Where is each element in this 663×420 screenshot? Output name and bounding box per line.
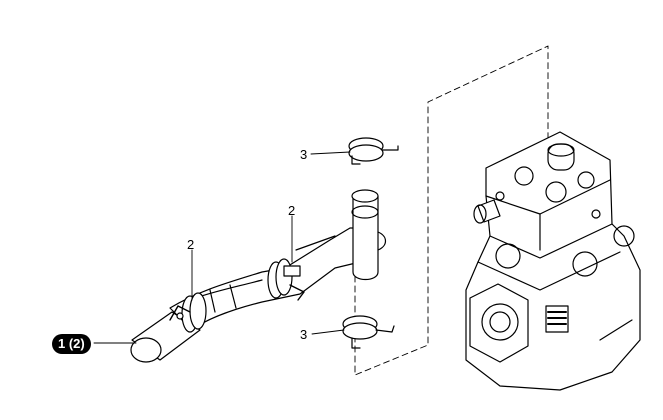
hose-clamp-top bbox=[348, 137, 399, 165]
hose-clamp-left bbox=[169, 292, 207, 333]
callout-part-3-top: 3 bbox=[300, 147, 308, 162]
callout-part-2-right: 2 bbox=[288, 203, 296, 218]
callout-part-3-bottom: 3 bbox=[300, 327, 308, 342]
assembly-guide-line bbox=[354, 45, 549, 376]
hose-clamp-right bbox=[267, 258, 305, 301]
callout-part-2-left: 2 bbox=[187, 237, 195, 252]
callout-part-1: 1 (2) bbox=[52, 334, 91, 354]
leader-part-3-top bbox=[310, 151, 351, 155]
leader-part-3-bottom bbox=[311, 329, 345, 335]
hose-clamp-bottom bbox=[342, 315, 395, 349]
vertical-tube bbox=[351, 189, 387, 281]
compressor-unit bbox=[465, 131, 641, 391]
leader-lines bbox=[93, 151, 351, 344]
